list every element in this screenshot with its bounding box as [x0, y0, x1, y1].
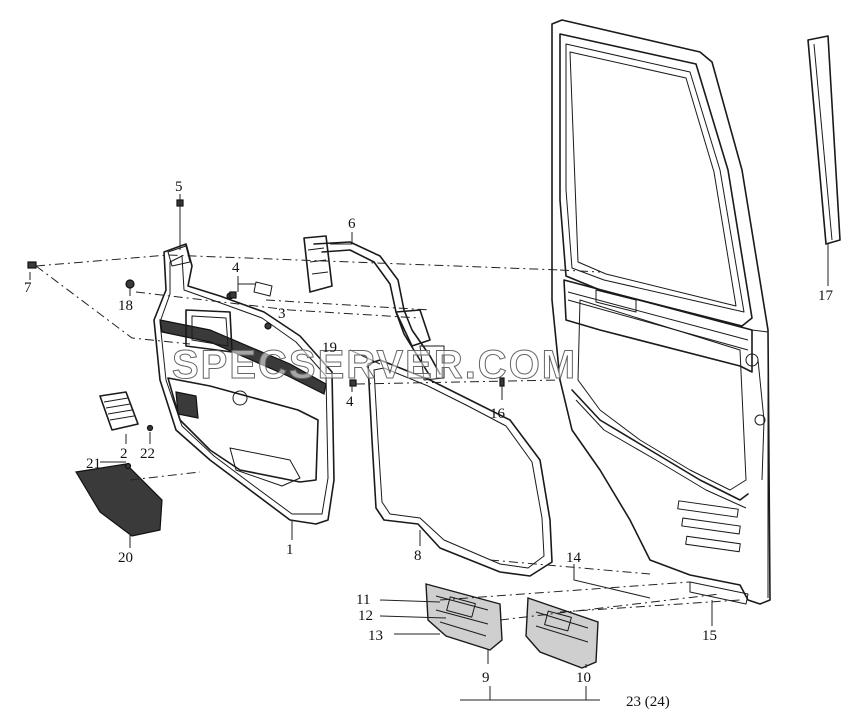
callout-3: 3: [278, 306, 286, 322]
callout-4a: 4: [232, 260, 240, 276]
callout-17: 17: [818, 288, 834, 304]
hinge-lower: [525, 597, 599, 669]
window-regulator: [303, 235, 445, 381]
door-trim-panel: [153, 243, 335, 525]
leader-lines: [29, 194, 829, 701]
callout-6: 6: [348, 216, 356, 232]
callout-5: 5: [175, 179, 183, 195]
speaker-grille: [99, 391, 139, 431]
lower-grille: [75, 463, 163, 537]
callout-10: 10: [576, 670, 591, 686]
callout-13: 13: [368, 628, 383, 644]
fasteners: [27, 199, 505, 470]
assembly-lines: [35, 254, 741, 621]
callout-2: 2: [120, 446, 128, 462]
glass-run-channel: [807, 35, 841, 245]
callout-20: 20: [118, 550, 133, 566]
callout-1: 1: [286, 542, 294, 558]
callout-18: 18: [118, 298, 133, 314]
callout-8: 8: [414, 548, 422, 564]
callout-23-24: 23 (24): [626, 694, 670, 710]
callout-labels: 1 2 3 4 4 5 6 7 8 9 10 11 12 13 14 15 16…: [24, 179, 834, 710]
callout-16: 16: [490, 406, 506, 422]
callout-19: 19: [322, 340, 337, 356]
callout-4b: 4: [346, 394, 354, 410]
callout-7: 7: [24, 280, 32, 296]
callout-12: 12: [358, 608, 373, 624]
callout-22: 22: [140, 446, 155, 462]
callout-11: 11: [356, 592, 370, 608]
callout-21: 21: [86, 456, 101, 472]
callout-14: 14: [566, 550, 582, 566]
door-frame: [551, 19, 771, 605]
watermark: SPECSERVER.COM: [172, 343, 577, 387]
hinge-upper: [425, 583, 503, 651]
callout-15: 15: [702, 628, 717, 644]
door-seal: [367, 359, 553, 577]
callout-9: 9: [482, 670, 490, 686]
